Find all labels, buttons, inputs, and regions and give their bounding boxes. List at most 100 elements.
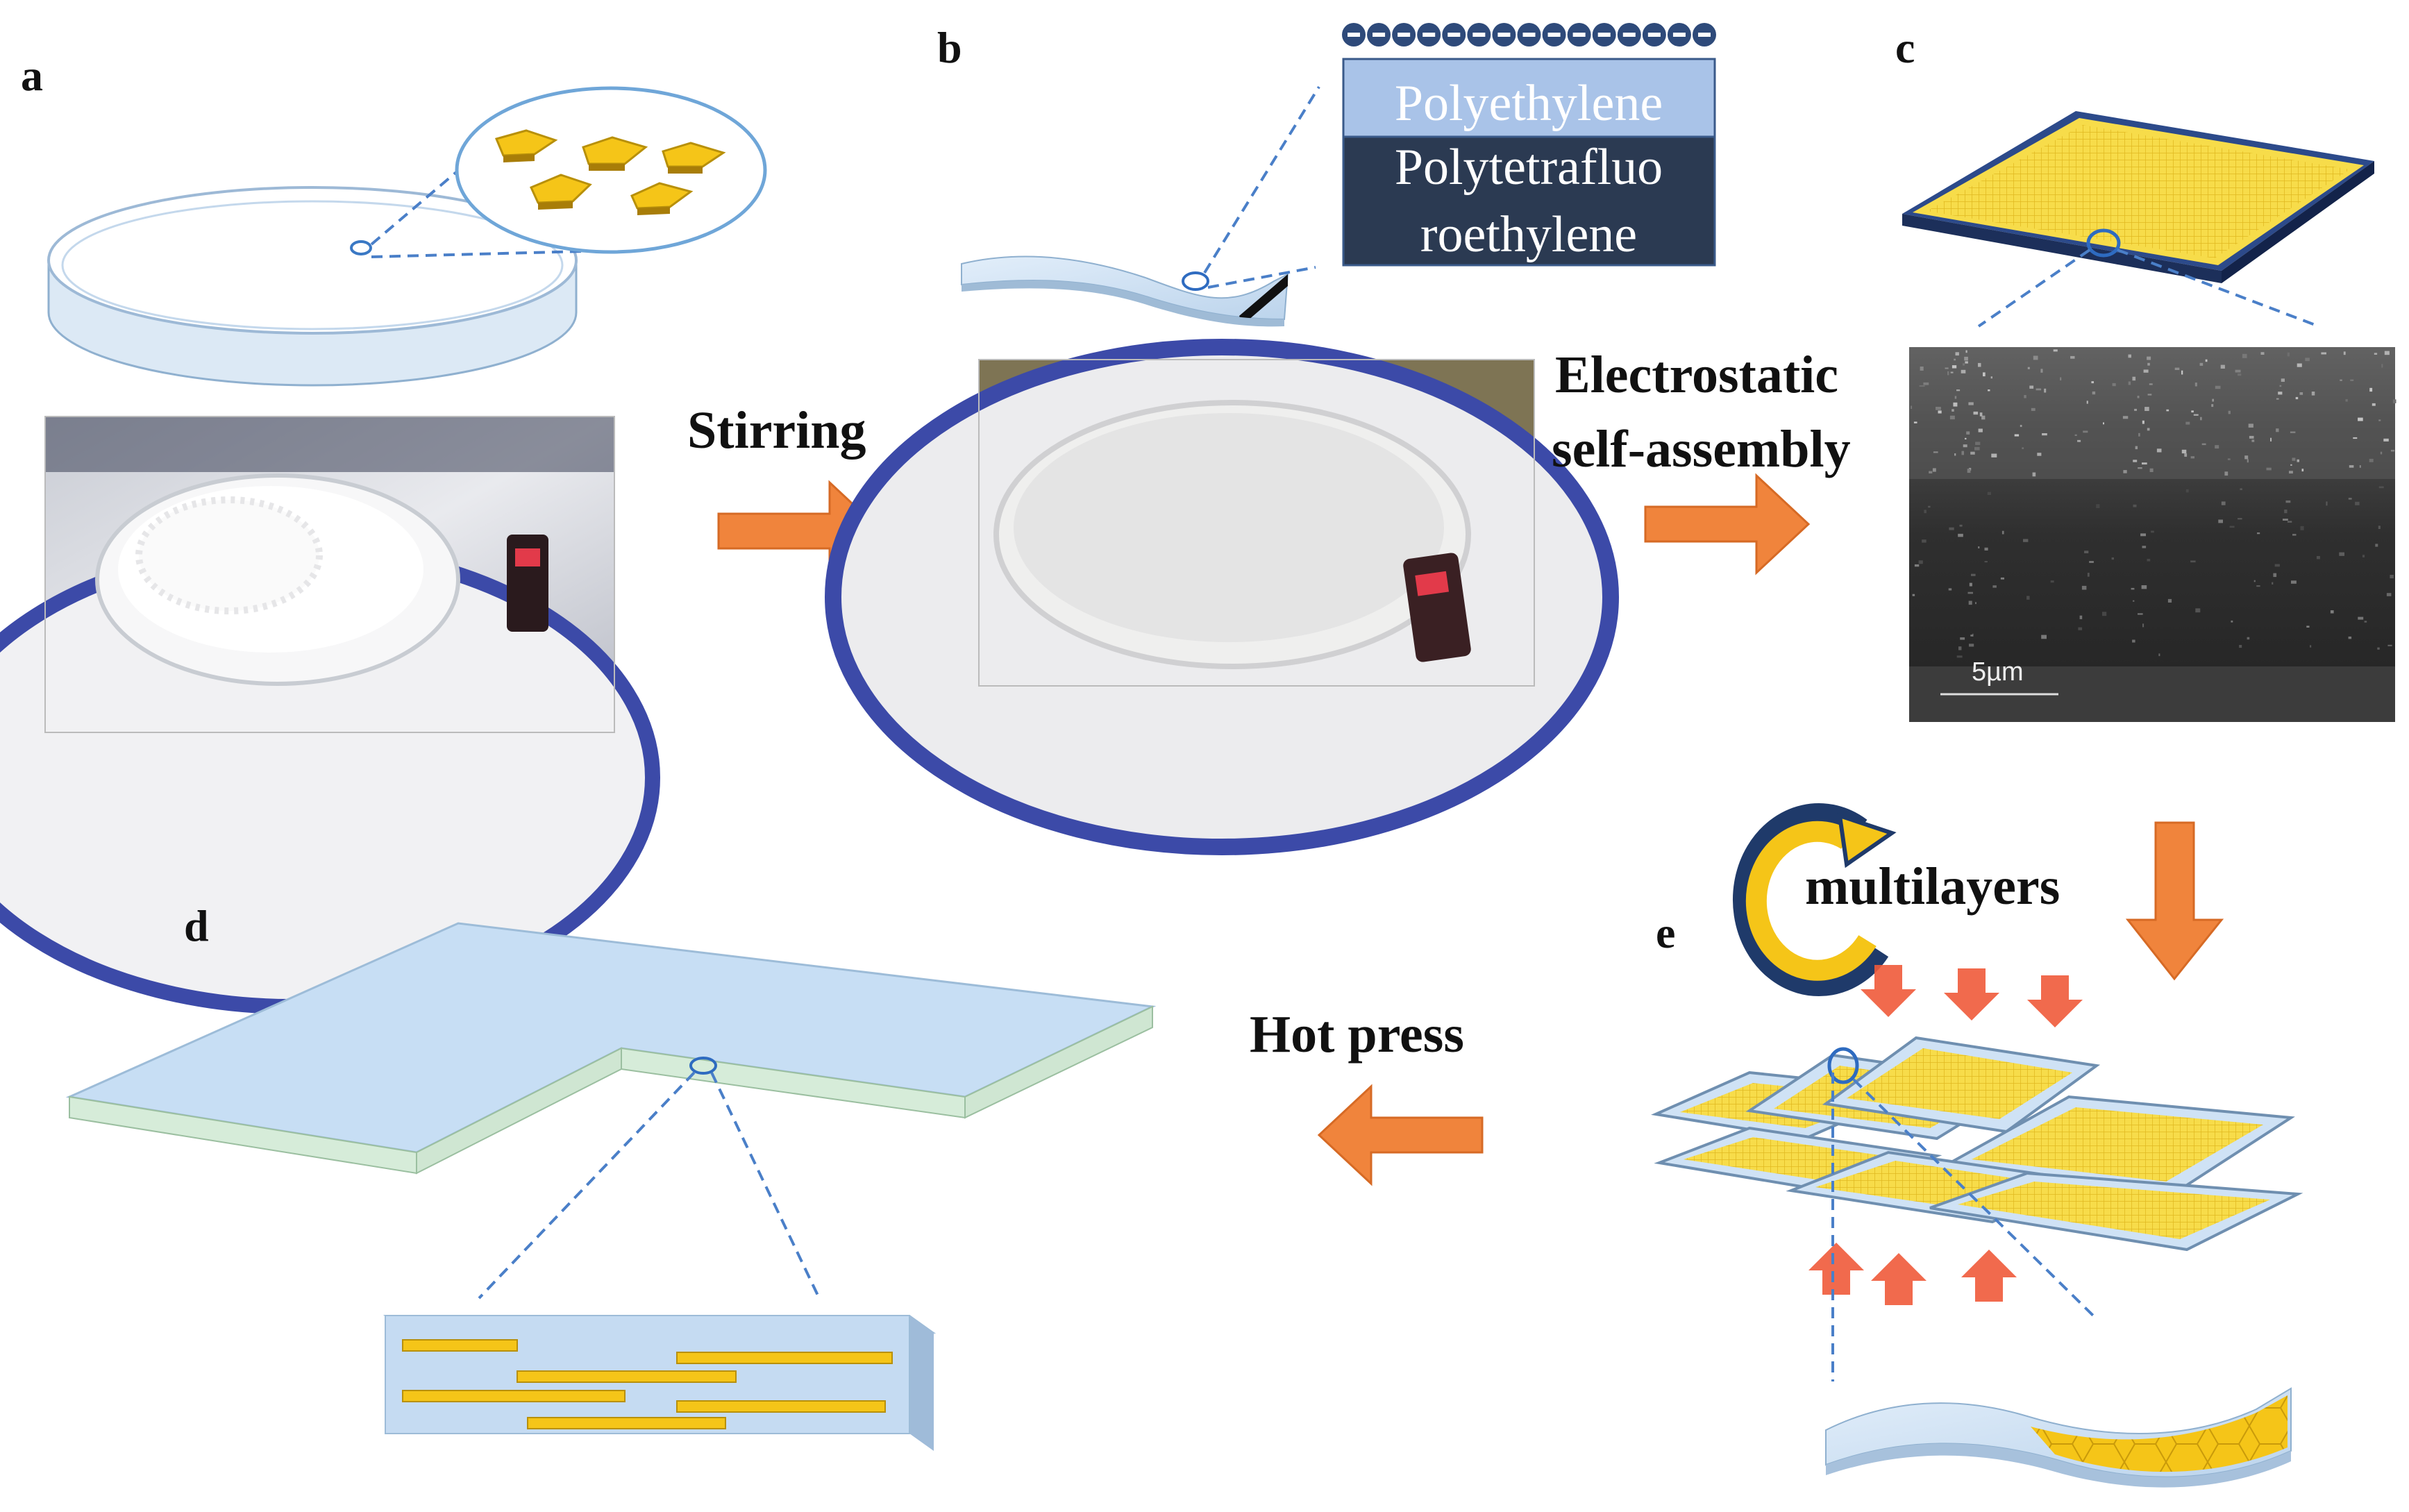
- minus-sign: [1348, 33, 1360, 37]
- sem-speckle: [2358, 616, 2364, 620]
- sem-speckle: [1975, 602, 1976, 605]
- sem-speckle: [2103, 422, 2104, 425]
- sem-speckle: [2227, 458, 2231, 460]
- panel-a-label: a: [21, 51, 43, 100]
- sem-speckle: [2166, 409, 2169, 412]
- sem-speckle: [2081, 585, 2087, 590]
- sem-speckle: [2240, 488, 2242, 490]
- sem-speckle: [2199, 362, 2204, 366]
- sem-speckle: [1967, 469, 1971, 473]
- sem-speckle: [2138, 432, 2140, 437]
- sem-speckle: [2321, 352, 2326, 355]
- sem-speckle: [2290, 431, 2296, 433]
- sem-speckle: [2144, 407, 2149, 411]
- minus-sign: [1698, 33, 1711, 37]
- sem-speckle: [2138, 613, 2143, 615]
- sem-speckle: [2348, 636, 2352, 639]
- minus-sign: [1422, 33, 1436, 37]
- sem-speckle: [2270, 437, 2272, 442]
- minus-sign: [1522, 33, 1536, 37]
- sem-speckle: [1953, 402, 1958, 407]
- step-multilayers: multilayers: [1805, 857, 2060, 916]
- sem-speckle: [2297, 363, 2302, 367]
- sem-speckle: [1968, 402, 1974, 405]
- sem-speckle: [2142, 462, 2147, 465]
- sem-texture: [1911, 349, 2397, 658]
- sem-speckle: [2033, 355, 2038, 360]
- sem-speckle: [2235, 369, 2241, 373]
- sem-speckle: [2345, 398, 2348, 402]
- sem-speckle: [2086, 401, 2088, 404]
- sem-speckle: [1988, 389, 1990, 392]
- sem-speckle: [1954, 453, 1956, 456]
- sem-speckle: [1912, 594, 1915, 596]
- stirrer-photo-b: [825, 339, 1619, 855]
- panel-d: d: [65, 901, 1157, 1451]
- panel-c: c 5µm: [1895, 23, 2397, 722]
- sem-speckle: [2215, 385, 2221, 389]
- sem-speckle: [1971, 573, 1976, 576]
- minus-sign: [1373, 33, 1386, 37]
- step-electrostatic-line1: Electrostatic: [1555, 346, 1838, 404]
- sem-speckle: [1956, 389, 1961, 392]
- sem-speckle: [2291, 580, 2297, 584]
- sem-speckle: [2023, 539, 2029, 542]
- sem-speckle: [2278, 392, 2283, 395]
- sem-speckle: [1947, 371, 1949, 376]
- sem-speckle: [2292, 457, 2296, 461]
- sem-speckle: [2285, 500, 2291, 503]
- sem-speckle: [1960, 637, 1965, 640]
- sem-speckle: [2349, 465, 2354, 468]
- sem-speckle: [2374, 353, 2378, 355]
- sem-speckle: [2184, 453, 2188, 457]
- sem-speckle: [1984, 561, 1988, 563]
- sem-speckle: [2253, 580, 2256, 582]
- sem-speckle: [2339, 552, 2344, 556]
- sem-speckle: [1978, 362, 1981, 367]
- sem-speckle: [1964, 356, 1968, 361]
- sem-speckle: [2147, 394, 2152, 396]
- sem-speckle: [2387, 644, 2392, 646]
- sem-speckle: [2392, 399, 2397, 403]
- panel-d-label: d: [184, 901, 209, 950]
- sem-speckle: [1950, 371, 1954, 373]
- sem-speckle: [2181, 370, 2183, 375]
- sem-speckle: [2091, 381, 2094, 384]
- pressure-arrows-bottom: [1808, 1243, 2017, 1305]
- sem-speckle: [2143, 369, 2149, 373]
- sem-speckle: [2140, 533, 2146, 537]
- sem-speckle: [2112, 383, 2116, 387]
- sem-speckle: [2359, 465, 2361, 468]
- sem-speckle: [2377, 647, 2380, 650]
- sem-speckle: [2220, 364, 2225, 369]
- sem-speckle: [2194, 383, 2197, 387]
- sem-speckle: [2284, 510, 2288, 514]
- sem-speckle: [2167, 598, 2172, 603]
- sem-speckle: [1936, 407, 1941, 410]
- sem-speckle: [1978, 428, 1983, 432]
- sem-speckle: [2238, 373, 2242, 376]
- sem-speckle: [2137, 396, 2140, 398]
- minus-sign: [1447, 33, 1461, 37]
- sem-speckle: [1961, 451, 1964, 455]
- sem-speckle: [2151, 530, 2154, 533]
- sem-speckle: [2147, 362, 2150, 366]
- sem-speckle: [1969, 644, 1974, 647]
- sem-speckle: [2215, 445, 2219, 449]
- sem-speckle: [2257, 532, 2260, 535]
- sem-speckle: [1968, 600, 1972, 605]
- layer-inset: Polyethylene Polytetrafluo roethylene: [1342, 23, 1716, 267]
- sem-speckle: [2343, 351, 2346, 355]
- cross-section-block: [383, 1315, 937, 1451]
- sem-speckle: [1992, 585, 1997, 588]
- sem-speckle: [2193, 414, 2199, 416]
- sem-speckle: [2133, 460, 2138, 462]
- minus-sign: [1572, 33, 1586, 37]
- sem-speckle: [2242, 353, 2247, 358]
- sem-speckle: [2133, 504, 2137, 507]
- sem-speckle: [2123, 470, 2127, 473]
- l-shaped-film: [65, 922, 1157, 1300]
- sem-speckle: [2353, 437, 2358, 439]
- sem-speckle: [2316, 555, 2320, 560]
- sem-speckle: [2231, 620, 2233, 623]
